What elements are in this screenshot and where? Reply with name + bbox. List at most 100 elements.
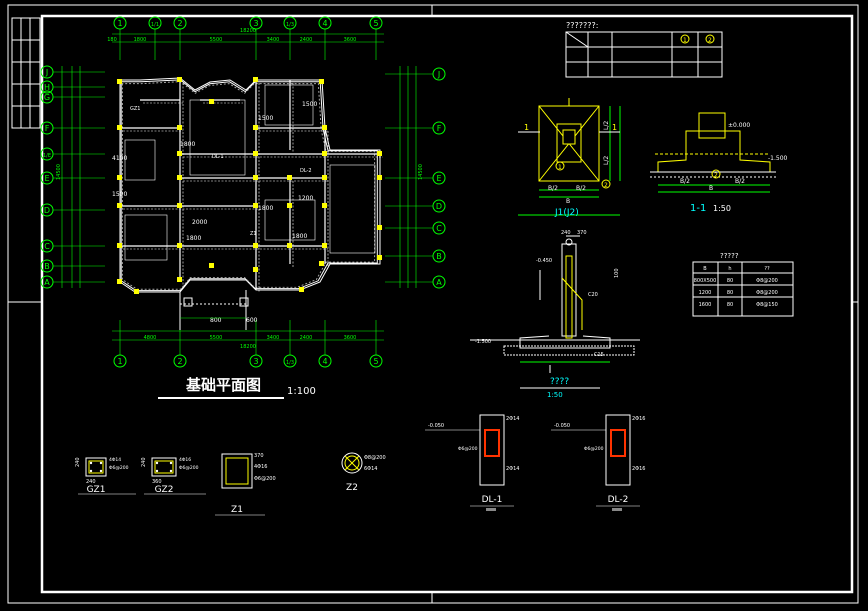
svg-text:F: F — [45, 124, 50, 133]
footing-j1-detail: 1 1 B/2 B/2 B L/2 L/2 1 2 J1(J2) — [518, 98, 621, 218]
axis-left-0: J — [40, 65, 105, 79]
svg-text:DL-1: DL-1 — [482, 495, 503, 505]
svg-text:B: B — [436, 252, 442, 261]
axis-bottom-2: 3 — [249, 320, 263, 368]
svg-text:Φ8@200: Φ8@200 — [364, 455, 386, 461]
svg-text:4Φ16: 4Φ16 — [254, 464, 267, 470]
svg-text:F: F — [437, 124, 442, 133]
svg-text:18200: 18200 — [240, 344, 256, 350]
axis-left-7: C — [40, 239, 105, 253]
axis-right-3: D — [385, 199, 446, 213]
foundation-walls — [119, 77, 383, 293]
j1-circle-2: 2 — [604, 182, 608, 189]
svg-text:C: C — [436, 224, 442, 233]
svg-text:-0.050: -0.050 — [554, 423, 570, 429]
axis-top-2: 2 — [173, 16, 187, 60]
wall-elev-1500: -1.500 — [475, 339, 491, 345]
ft-header-1: h — [728, 266, 731, 272]
svg-text:4800: 4800 — [144, 335, 157, 341]
svg-text:D: D — [436, 202, 442, 211]
ft-cell-2-0: 1600 — [699, 302, 712, 308]
drawing-frame — [7, 4, 859, 604]
legend-circle-1: 1 — [683, 37, 687, 44]
wall-elev-0450: -0.450 — [536, 258, 552, 264]
plan-title-group: 基础平面图 1:100 — [158, 376, 316, 399]
svg-text:240: 240 — [75, 457, 81, 467]
axis-left-4: 1/E — [40, 147, 105, 161]
svg-text:3400: 3400 — [267, 37, 280, 43]
axis-bottom-5: 5 — [369, 320, 383, 368]
axis-bottom-3: 1/3 — [283, 320, 297, 368]
svg-text:2Φ14: 2Φ14 — [506, 466, 519, 472]
axis-top-5: 4 — [318, 16, 332, 60]
title-block-strip — [11, 17, 41, 129]
axis-right-2: E — [385, 171, 446, 185]
svg-text:1800: 1800 — [292, 233, 307, 240]
foundation-columns — [117, 77, 382, 294]
svg-text:360: 360 — [152, 479, 162, 485]
svg-text:3: 3 — [253, 357, 258, 366]
svg-text:GZ1: GZ1 — [87, 485, 106, 495]
svg-text:14500: 14500 — [56, 164, 62, 180]
svg-text:DL-2: DL-2 — [608, 495, 629, 505]
axis-right-1: F — [385, 121, 446, 135]
axis-top-1: 1/1 — [148, 16, 162, 60]
axis-left-9: A — [40, 275, 105, 289]
svg-text:600: 600 — [246, 317, 258, 324]
j1-title: J1(J2) — [554, 208, 579, 218]
svg-text:240: 240 — [86, 479, 96, 485]
svg-text:Φ6@200: Φ6@200 — [584, 446, 604, 452]
svg-text:A: A — [44, 278, 50, 287]
j1-circle-1: 1 — [558, 164, 562, 171]
axis-bottom-0: 1 — [113, 320, 127, 368]
svg-text:3400: 3400 — [267, 335, 280, 341]
ft-cell-1-2: Φ8@200 — [756, 290, 778, 296]
axis-right-4: C — [385, 221, 446, 235]
legend-circle-2: 2 — [708, 37, 712, 44]
svg-text:Z1: Z1 — [231, 505, 243, 515]
s11-elev-top: ±0.000 — [728, 122, 750, 129]
ft-cell-1-0: 1200 — [699, 290, 712, 296]
svg-text:Φ6@200: Φ6@200 — [254, 476, 276, 482]
s11-elev-bottom: -1.500 — [768, 155, 788, 162]
svg-text:5500: 5500 — [210, 335, 223, 341]
svg-text:B: B — [44, 262, 50, 271]
wall-label-240: 240 — [561, 230, 571, 236]
j1-label-l2a: L/2 — [603, 121, 610, 130]
svg-text:5: 5 — [373, 357, 378, 366]
svg-text:4Φ14: 4Φ14 — [109, 457, 121, 463]
svg-text:1800: 1800 — [186, 235, 201, 242]
wall-label-c20: C20 — [588, 292, 598, 298]
j1-label-1b: 1 — [612, 123, 617, 132]
svg-text:1500: 1500 — [258, 115, 273, 122]
legend-table: ???????: 1 2 — [565, 21, 723, 78]
svg-text:3600: 3600 — [344, 37, 357, 43]
ft-cell-0-2: Φ8@200 — [756, 278, 778, 284]
svg-text:4100: 4100 — [112, 155, 127, 162]
svg-text:1: 1 — [117, 357, 122, 366]
ft-header-2: ?? — [764, 266, 770, 272]
svg-text:2Φ14: 2Φ14 — [506, 416, 519, 422]
j1-label-l2b: L/2 — [603, 156, 610, 165]
axis-bottom-4: 4 — [318, 320, 332, 368]
svg-text:H: H — [44, 83, 50, 92]
svg-text:800: 800 — [210, 317, 222, 324]
svg-text:DL-2: DL-2 — [300, 168, 312, 174]
axis-top-4: 1/3 — [283, 16, 297, 60]
j1-label-b2a: B/2 — [548, 185, 558, 192]
plan-scale: 1:100 — [287, 386, 316, 397]
dimension-lines — [61, 33, 417, 341]
axis-top-6: 5 — [369, 16, 383, 60]
svg-text:3600: 3600 — [344, 335, 357, 341]
svg-text:4: 4 — [322, 19, 327, 28]
j1-label-b: B — [566, 198, 570, 205]
s11-title: 1-1 — [690, 203, 706, 214]
svg-text:1800: 1800 — [258, 205, 273, 212]
